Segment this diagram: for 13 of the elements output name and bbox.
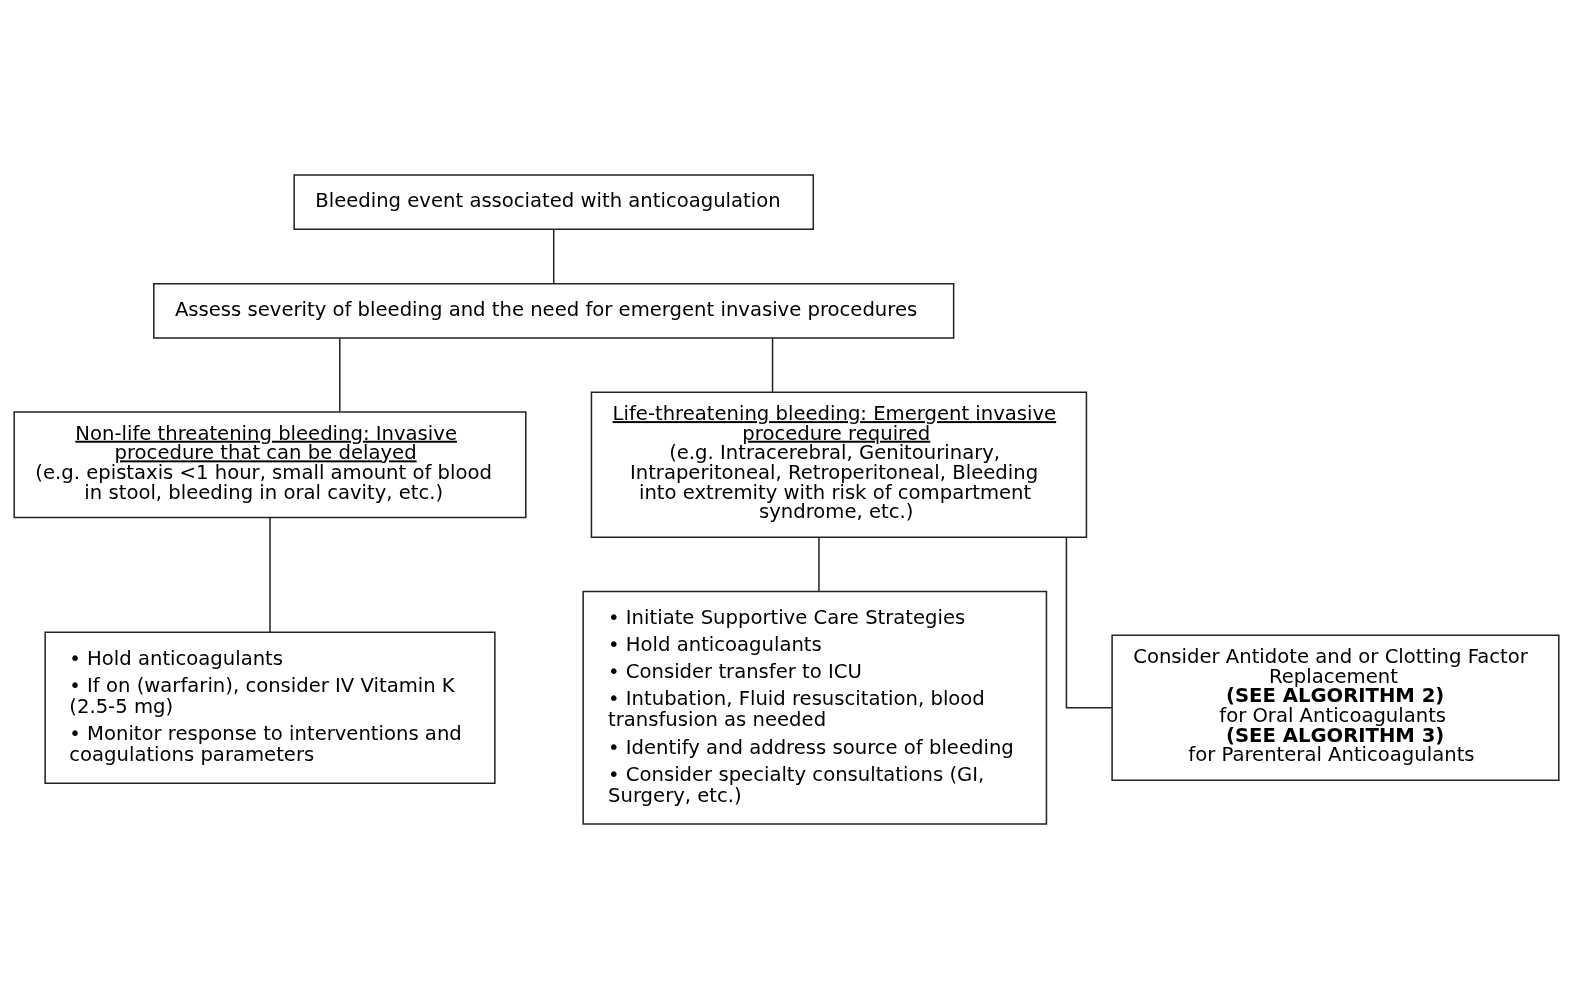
connector <box>552 228 555 284</box>
connector <box>269 516 271 633</box>
node-box: Non-life threatening bleeding: Invasive procedure that can be delayed (e.g. epistaxis <1 hour, small amount of blood in stool, bleeding in oral cavity, etc.) <box>13 410 527 518</box>
node-box: Assess severity of bleeding and the need for emergent invasive procedures <box>153 282 955 339</box>
node-box: Bleeding event associated with anticoagulation <box>293 173 815 230</box>
node-box: • Initiate Supportive Care Strategies • Hold anticoagulants • Consider transfer to ICU • Intubation, Fluid resuscitation, blood transfusion as needed • Identify and address source of bleeding • Consider specialty consultations (GI, Surgery, etc.) <box>582 590 1048 825</box>
node-box: • Hold anticoagulants • If on (warfarin), consider IV Vitamin K (2.5-5 mg) • Monitor response to interventions and coagulations parameters <box>44 631 496 784</box>
node-box: Consider Antidote and or Clotting Factor Replacement (SEE ALGORITHM 2) for Oral Anticoagulants (SEE ALGORITHM 3) for Parenteral Anticoagulants <box>1111 634 1560 781</box>
connector <box>771 337 774 393</box>
node-box: Life-threatening bleeding: Emergent invasive procedure required (e.g. Intracerebral, Genitourinary, Intraperitoneal, Retroperitoneal, Bleeding into extremity with risk of compartment syndrome, etc.) <box>590 391 1088 538</box>
connector <box>818 536 820 592</box>
connector <box>339 337 341 412</box>
connector <box>1065 536 1113 708</box>
